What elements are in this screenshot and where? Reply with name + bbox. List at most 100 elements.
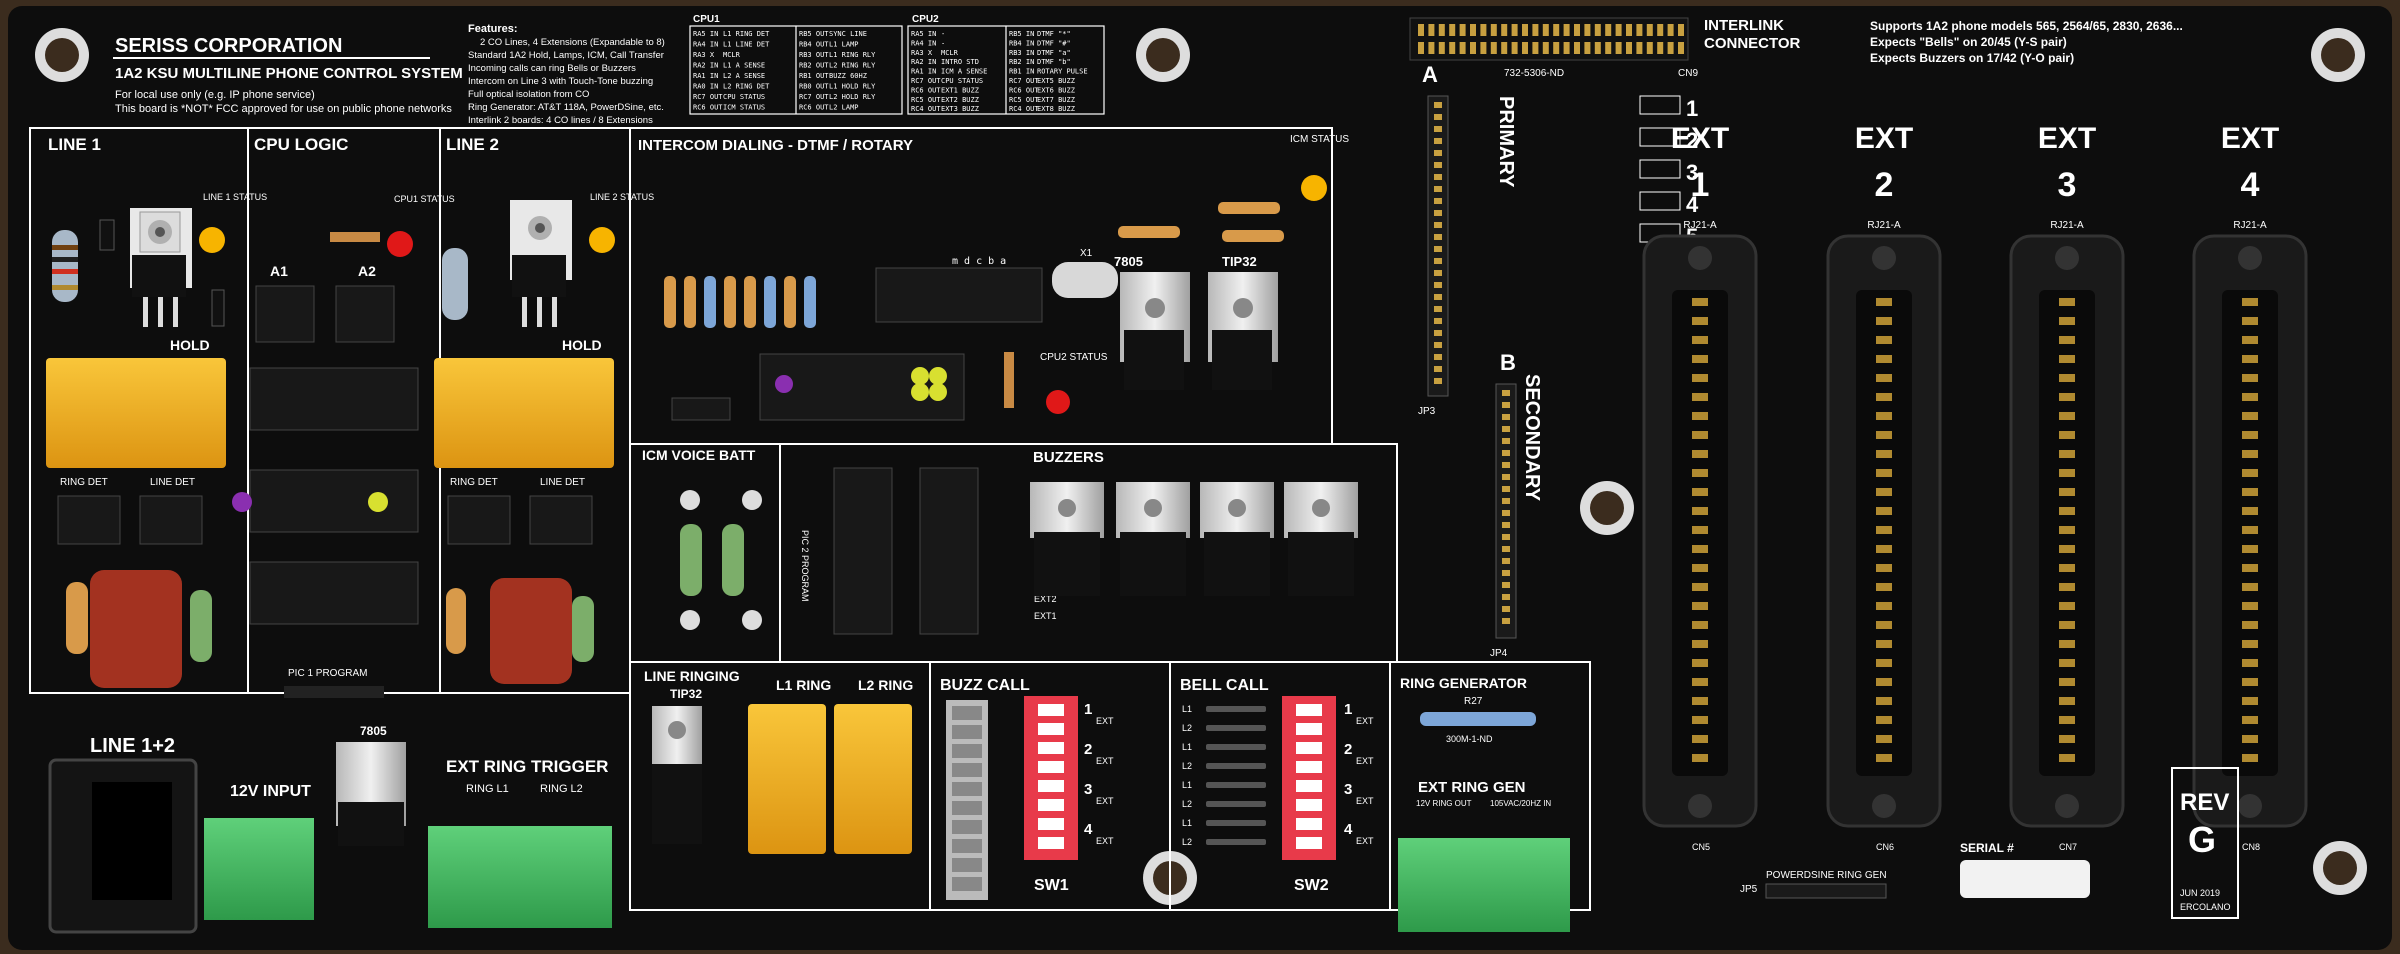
cpu-table-cell: RA4 IN xyxy=(693,41,718,49)
line-ringing-components: TIP32 L1 RING L2 RING xyxy=(652,677,913,854)
diode-label: L1 xyxy=(1182,818,1192,828)
pin xyxy=(1678,24,1684,36)
section-line-ringing: LINE RINGING xyxy=(644,668,740,684)
dip-switch[interactable] xyxy=(1038,837,1064,849)
heatsink-screw xyxy=(1312,499,1330,517)
pin xyxy=(1438,42,1445,54)
pin xyxy=(1502,402,1510,408)
rj21-pin xyxy=(2059,754,2075,762)
support-line-1: Supports 1A2 phone models 565, 2564/65, … xyxy=(1870,19,2183,33)
pin xyxy=(1438,24,1445,36)
pin xyxy=(1502,510,1510,516)
cpu-logic-components: A1 A2 CPU1 STATUS PIC 1 PROGRAM xyxy=(232,194,455,698)
rj21-pin xyxy=(1692,678,1708,686)
diode xyxy=(1206,725,1266,731)
dip-switch[interactable] xyxy=(1038,761,1064,773)
pin xyxy=(1563,42,1570,54)
dip-switch[interactable] xyxy=(1296,742,1322,754)
ext-number: 1 xyxy=(1686,96,1698,121)
pin xyxy=(1434,198,1442,204)
rj21-pin xyxy=(2059,355,2075,363)
dip-switch[interactable] xyxy=(1038,742,1064,754)
rj21-pin xyxy=(2242,450,2258,458)
bottom-left-connectors: LINE 1+2 12V INPUT 7805 EXT RING TRIGGER… xyxy=(48,724,612,934)
cpu-table-cell: RA0 IN xyxy=(693,83,718,91)
rj21-pin xyxy=(2059,621,2075,629)
buzzer-ext-label: EXT1 xyxy=(1034,611,1057,621)
dip-switch[interactable] xyxy=(1296,704,1322,716)
dip-switch[interactable] xyxy=(1038,799,1064,811)
rj21-pin xyxy=(1692,716,1708,724)
pin xyxy=(1502,522,1510,528)
cpu-table-cell: ICM A SENSE xyxy=(941,68,987,76)
pin xyxy=(1594,24,1601,36)
pin xyxy=(1502,462,1510,468)
pin xyxy=(1553,24,1560,36)
svg-text:RING L1: RING L1 xyxy=(466,783,509,795)
rj21-pin xyxy=(1692,336,1708,344)
interlink-area: INTERLINK CONNECTOR 732-5306-ND CN9 A PR… xyxy=(1409,17,1801,659)
rj21-pin xyxy=(2059,412,2075,420)
rj21-pin xyxy=(1876,659,1892,667)
cpu-table-cell: RC6 OUT xyxy=(911,86,941,94)
pin xyxy=(1657,24,1664,36)
dip-switch[interactable] xyxy=(1296,780,1322,792)
section-line2: LINE 2 xyxy=(446,135,499,154)
resistor xyxy=(744,276,756,328)
ext-number-large: 3 xyxy=(2058,166,2077,204)
dip-switch[interactable] xyxy=(1038,780,1064,792)
cpu-table-cell: RC7 OUT xyxy=(693,93,723,101)
rj21-pin xyxy=(2059,507,2075,515)
pin xyxy=(1470,24,1476,36)
cpu-table-cell: RB3 OUT xyxy=(799,51,829,59)
pin xyxy=(1615,24,1622,36)
rj21-label: RJ21-A xyxy=(1683,220,1717,231)
dip-switch[interactable] xyxy=(1038,818,1064,830)
rj21-pin xyxy=(1692,450,1708,458)
dip-switch[interactable] xyxy=(1038,704,1064,716)
diode xyxy=(1206,763,1266,769)
svg-text:LINE 1+2: LINE 1+2 xyxy=(90,735,175,757)
bargraph-segment xyxy=(952,820,982,834)
cpu-table-cell: RB5 IN xyxy=(1009,30,1034,38)
pin xyxy=(1502,594,1510,600)
pin xyxy=(1449,24,1456,36)
rj21-screw xyxy=(1688,794,1712,818)
cpu-table-cell: ROTARY PULSE xyxy=(1037,68,1088,76)
rj21-label: RJ21-A xyxy=(1867,220,1901,231)
rj21-pin xyxy=(1876,317,1892,325)
pin xyxy=(1434,150,1442,156)
switch-ext-word: EXT xyxy=(1356,716,1374,726)
cpu-table-cell: MCLR xyxy=(941,49,959,57)
dip-switch[interactable] xyxy=(1296,723,1322,735)
dip-switch[interactable] xyxy=(1296,799,1322,811)
pin xyxy=(1502,486,1510,492)
section-ring-generator: RING GENERATOR xyxy=(1400,675,1527,691)
rj21-pin xyxy=(2242,393,2258,401)
rj21-pin xyxy=(1876,564,1892,572)
buzzer-ext-label: EXT2 xyxy=(1034,594,1057,604)
cpu-table-cell: RB5 OUT xyxy=(799,30,829,38)
pin xyxy=(1574,24,1580,36)
interlink-title: INTERLINK xyxy=(1704,17,1784,34)
support-line-2: Expects "Bells" on 20/45 (Y-S pair) xyxy=(1870,35,2067,49)
rj21-pin xyxy=(1692,374,1708,382)
cpu-table-cell: RB3 IN xyxy=(1009,49,1034,57)
pin xyxy=(1501,42,1508,54)
svg-text:Features:: Features: xyxy=(468,23,518,35)
cpu-table-cell: RA2 IN xyxy=(911,58,936,66)
dip-switch[interactable] xyxy=(1296,837,1322,849)
cpu-table-cell: RA4 IN xyxy=(911,39,936,47)
cpu-table-cell: L2 A SENSE xyxy=(723,72,765,80)
cn-label: CN6 xyxy=(1876,842,1894,852)
dip-switch[interactable] xyxy=(1296,761,1322,773)
pin xyxy=(1449,42,1456,54)
dip-switch[interactable] xyxy=(1296,818,1322,830)
dip-switch[interactable] xyxy=(1038,723,1064,735)
rj21-pin xyxy=(2242,488,2258,496)
ext-number: 3 xyxy=(1686,160,1698,185)
pin xyxy=(1502,534,1510,540)
